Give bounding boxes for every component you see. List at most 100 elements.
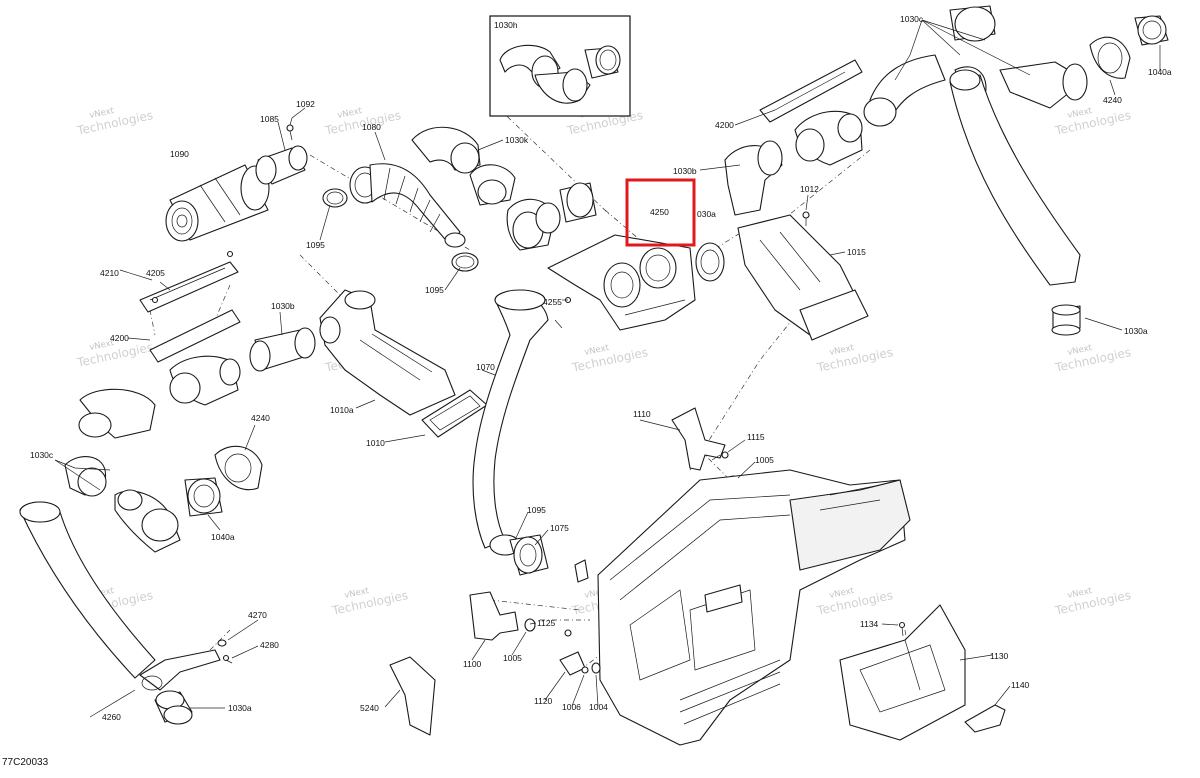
part-1010a-duct[interactable]: [319, 289, 456, 416]
part-4250-cover[interactable]: [547, 234, 696, 331]
callout-4270[interactable]: 4270: [248, 610, 267, 620]
callout-1010a[interactable]: 1010a: [330, 405, 354, 415]
part-1030a-cap-right[interactable]: [1051, 304, 1081, 336]
callout-1085[interactable]: 1085: [260, 114, 279, 124]
part-1090-air-filter[interactable]: [165, 164, 270, 242]
callout-1015[interactable]: 1015: [847, 247, 866, 257]
callout-1004[interactable]: 1004: [589, 702, 608, 712]
callout-1080[interactable]: 1080: [362, 122, 381, 132]
part-1115-screw[interactable]: [711, 451, 729, 461]
part-1030a-cap-bottom[interactable]: [154, 690, 193, 725]
part-4270-4280-fasteners[interactable]: [217, 639, 233, 664]
callout-1090[interactable]: 1090: [170, 149, 189, 159]
callout-1005[interactable]: 1005: [503, 653, 522, 663]
watermark-line2: Technologies: [815, 588, 894, 618]
part-1140-bracket[interactable]: [964, 704, 1006, 733]
watermark-line2: Technologies: [815, 345, 894, 375]
part-030a-cap[interactable]: [695, 242, 725, 282]
callout-1125[interactable]: 1125: [537, 618, 556, 628]
part-1134-screw[interactable]: [898, 621, 906, 637]
part-1015-intake[interactable]: [737, 214, 869, 341]
callout-1134[interactable]: 1134: [860, 619, 879, 629]
callout-5240[interactable]: 5240: [360, 703, 379, 713]
part-1030b-elbow-top[interactable]: [724, 140, 783, 216]
callout-1130[interactable]: 1130: [990, 651, 1009, 661]
callout-1095[interactable]: 1095: [527, 505, 546, 515]
callout-4240[interactable]: 4240: [1103, 95, 1122, 105]
callout-4200[interactable]: 4200: [715, 120, 734, 130]
leader-lines: [54, 19, 1161, 718]
callout-1115[interactable]: 1115: [747, 432, 765, 442]
part-5240-panel[interactable]: [389, 656, 436, 736]
callout-1040a[interactable]: 1040a: [1148, 67, 1172, 77]
watermark-line2: Technologies: [75, 340, 154, 370]
callout-1030c[interactable]: 1030c: [30, 450, 54, 460]
part-1030k-elbow[interactable]: [411, 126, 597, 251]
part-1095-clamp-a[interactable]: [322, 188, 348, 208]
part-1125-screw[interactable]: [564, 629, 572, 637]
part-1130-tray[interactable]: [839, 604, 966, 741]
part-1012-screw[interactable]: [802, 211, 810, 226]
callout-1140[interactable]: 1140: [1011, 680, 1030, 690]
callout-1100[interactable]: 1100: [463, 659, 482, 669]
part-1030c-ducts-left[interactable]: [64, 456, 181, 553]
callout-1012[interactable]: 1012: [800, 184, 819, 194]
callout-1075[interactable]: 1075: [550, 523, 569, 533]
watermark-line2: Technologies: [1053, 588, 1132, 618]
part-1006-1004-fasteners[interactable]: [581, 662, 601, 674]
part-1030b-elbow-left[interactable]: [249, 327, 316, 372]
callout-1030a[interactable]: 1030a: [1124, 326, 1148, 336]
callout-1006[interactable]: 1006: [562, 702, 581, 712]
part-1005-grommet-b[interactable]: [524, 618, 536, 632]
callout-1120[interactable]: 1120: [534, 696, 553, 706]
part-1085-adapter[interactable]: [255, 145, 308, 185]
part-4200-mount-left[interactable]: [149, 309, 241, 406]
callout-1030b[interactable]: 1030b: [271, 301, 295, 311]
part-1110-bracket[interactable]: [671, 407, 726, 471]
part-1030c-ducts-top[interactable]: [863, 5, 1088, 127]
callout-4240[interactable]: 4240: [251, 413, 270, 423]
callout-4210[interactable]: 4210: [100, 268, 119, 278]
callout-1095[interactable]: 1095: [425, 285, 444, 295]
part-1095-clamp-b[interactable]: [451, 252, 479, 272]
callout-1070[interactable]: 1070: [476, 362, 495, 372]
callout-1030h[interactable]: 1030h: [494, 20, 518, 30]
callout-1030b[interactable]: 1030b: [673, 166, 697, 176]
callout-1110[interactable]: 1110: [633, 409, 651, 419]
callout-4260[interactable]: 4260: [102, 712, 121, 722]
part-1080-corrugated-hose[interactable]: [349, 163, 466, 248]
part-long-duct-left[interactable]: [19, 501, 156, 679]
callout-4205[interactable]: 4205: [146, 268, 165, 278]
part-4260-gasket[interactable]: [139, 649, 221, 691]
callout-1010[interactable]: 1010: [366, 438, 385, 448]
part-1040a-cap-top[interactable]: [1134, 15, 1169, 46]
callout-1030a[interactable]: 1030a: [228, 703, 252, 713]
part-1070-long-duct[interactable]: [472, 289, 563, 549]
part-4240-bellmouth-left[interactable]: [214, 445, 263, 491]
callout-labels: 1090 1085 1092 1080 1095 1095 1030h 1030…: [30, 14, 1172, 722]
part-1100-bracket[interactable]: [469, 591, 519, 641]
callout-4255[interactable]: 4255: [543, 297, 562, 307]
part-1040a-cap-left[interactable]: [184, 477, 223, 517]
part-4210-4205-bracket[interactable]: [139, 250, 239, 313]
part-1092-screw[interactable]: [286, 124, 294, 141]
callout-1030c[interactable]: 1030c: [900, 14, 924, 24]
part-airbox-main[interactable]: [574, 469, 911, 746]
callout-1030k[interactable]: 1030k: [505, 135, 529, 145]
watermark-line2: Technologies: [570, 345, 649, 375]
diagram-code: 77C20033: [2, 757, 49, 768]
part-4200-mount-top[interactable]: [759, 59, 863, 166]
callout-030a[interactable]: 030a: [697, 209, 716, 219]
callout-1095[interactable]: 1095: [306, 240, 325, 250]
part-1030-elbow-far-left[interactable]: [78, 388, 156, 439]
callout-4250[interactable]: 4250: [650, 207, 669, 217]
part-1075-coupler[interactable]: [509, 534, 549, 576]
callout-1040a[interactable]: 1040a: [211, 532, 235, 542]
callout-1092[interactable]: 1092: [296, 99, 315, 109]
part-1120-bracket[interactable]: [559, 651, 586, 676]
part-1030-long-duct-right[interactable]: [949, 69, 1081, 286]
callout-4200[interactable]: 4200: [110, 333, 129, 343]
part-4240-bellmouth-top[interactable]: [1089, 36, 1131, 79]
callout-1005[interactable]: 1005: [755, 455, 774, 465]
callout-4280[interactable]: 4280: [260, 640, 279, 650]
